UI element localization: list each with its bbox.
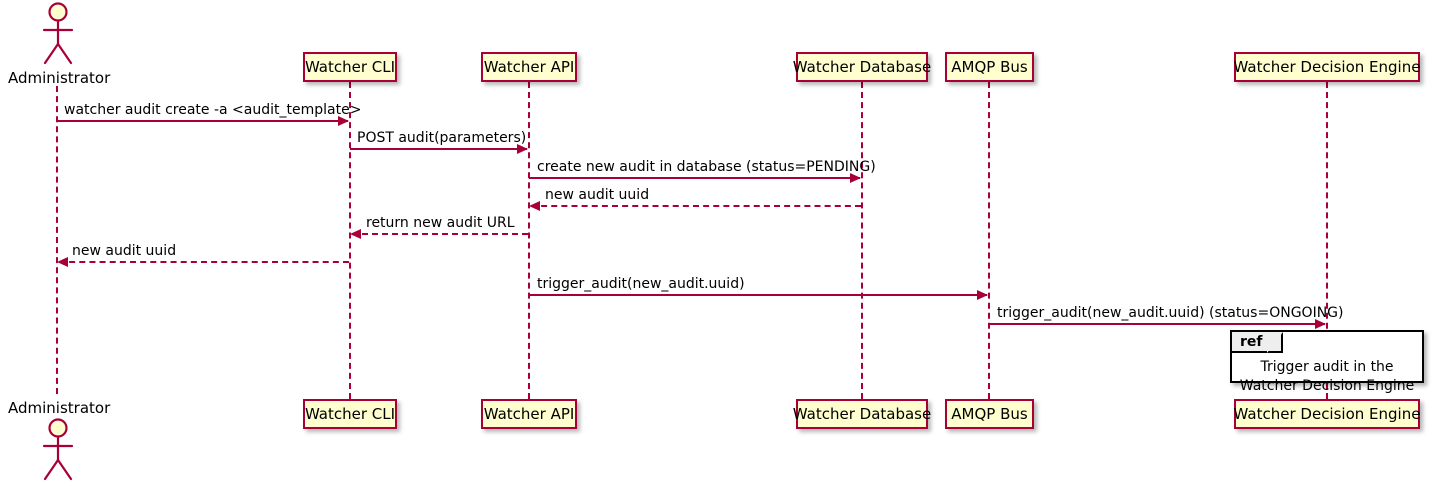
message-arrowhead-6 bbox=[57, 257, 68, 267]
message-label-3: create new audit in database (status=PEN… bbox=[537, 159, 876, 175]
lifeline-watcher-database bbox=[861, 82, 863, 399]
ref-fragment-trigger-audit: ref Trigger audit in the Watcher Decisio… bbox=[1230, 330, 1424, 394]
participant-amqp-bus-bottom[interactable]: AMQP Bus bbox=[945, 399, 1034, 429]
message-label-6: new audit uuid bbox=[72, 243, 177, 259]
lifeline-administrator bbox=[56, 86, 58, 394]
message-label-7: trigger_audit(new_audit.uuid) bbox=[537, 276, 745, 292]
lifeline-watcher-cli bbox=[349, 82, 351, 399]
message-arrowhead-8 bbox=[1315, 319, 1326, 329]
message-label-2: POST audit(parameters) bbox=[357, 130, 527, 146]
message-line-3 bbox=[529, 177, 860, 179]
ref-fragment-body-line-2: Watcher Decision Engine bbox=[1239, 378, 1415, 394]
message-label-4: new audit uuid bbox=[545, 187, 650, 203]
message-label-8: trigger_audit(new_audit.uuid) (status=ON… bbox=[997, 305, 1344, 321]
ref-fragment-tab-notch-icon bbox=[1266, 332, 1283, 353]
message-line-7 bbox=[529, 294, 987, 296]
participant-amqp-bus-top[interactable]: AMQP Bus bbox=[945, 52, 1034, 82]
participant-watcher-database-top[interactable]: Watcher Database bbox=[793, 52, 931, 82]
actor-icon bbox=[42, 2, 74, 65]
participant-watcher-decision-engine-top[interactable]: Watcher Decision Engine bbox=[1234, 52, 1420, 82]
participant-watcher-api-top[interactable]: Watcher API bbox=[481, 52, 577, 82]
ref-fragment-body: Trigger audit in the Watcher Decision En… bbox=[1232, 355, 1422, 396]
participant-watcher-decision-engine-bottom[interactable]: Watcher Decision Engine bbox=[1234, 399, 1420, 429]
message-arrowhead-3 bbox=[850, 173, 861, 183]
ref-fragment-tab: ref bbox=[1232, 332, 1283, 353]
participant-watcher-database-bottom[interactable]: Watcher Database bbox=[793, 399, 931, 429]
message-line-8 bbox=[989, 323, 1325, 325]
message-arrowhead-4 bbox=[529, 201, 540, 211]
message-arrowhead-2 bbox=[517, 144, 528, 154]
lifeline-watcher-api bbox=[528, 82, 530, 399]
message-line-4 bbox=[531, 205, 861, 207]
message-label-1: watcher audit create -a <audit_template> bbox=[64, 102, 362, 118]
lifeline-amqp-bus bbox=[988, 82, 990, 399]
message-arrowhead-5 bbox=[350, 229, 361, 239]
lifeline-watcher-decision-engine bbox=[1326, 82, 1328, 399]
actor-label-administrator-bottom: Administrator bbox=[8, 399, 111, 417]
message-line-1 bbox=[57, 120, 348, 122]
participant-watcher-cli-bottom[interactable]: Watcher CLI bbox=[303, 399, 397, 429]
participant-watcher-cli-top[interactable]: Watcher CLI bbox=[303, 52, 397, 82]
message-arrowhead-7 bbox=[977, 290, 988, 300]
message-line-2 bbox=[350, 148, 527, 150]
actor-label-administrator-top: Administrator bbox=[8, 69, 111, 87]
actor-icon bbox=[42, 418, 74, 481]
ref-fragment-tab-label: ref bbox=[1240, 333, 1263, 350]
ref-fragment-body-line-1: Trigger audit in the bbox=[1260, 359, 1394, 375]
message-line-5 bbox=[352, 233, 528, 235]
actor-administrator-figure-top bbox=[32, 2, 84, 66]
message-line-6 bbox=[59, 261, 349, 263]
participant-watcher-api-bottom[interactable]: Watcher API bbox=[481, 399, 577, 429]
message-label-5: return new audit URL bbox=[366, 215, 515, 231]
actor-administrator-figure-bottom bbox=[32, 418, 84, 482]
message-arrowhead-1 bbox=[338, 116, 349, 126]
